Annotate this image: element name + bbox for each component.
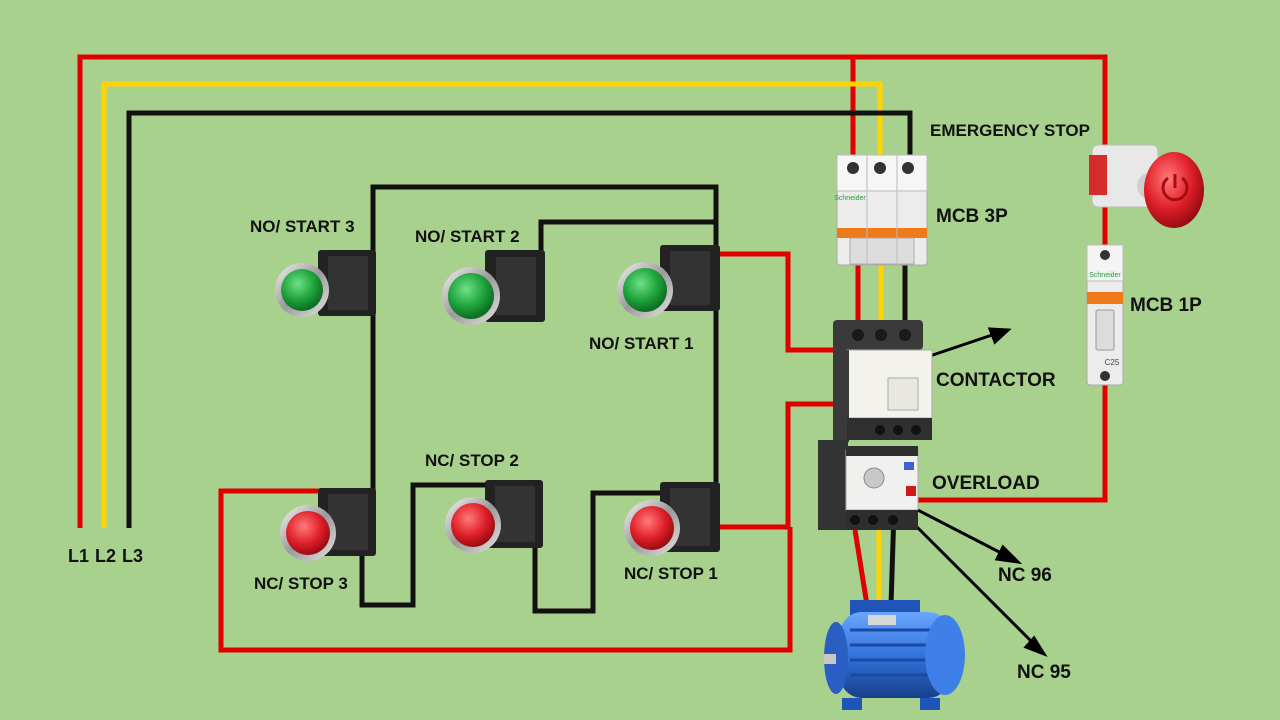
start-button-2[interactable] bbox=[442, 250, 545, 325]
start-button-3[interactable] bbox=[275, 250, 376, 317]
stop-button-1[interactable] bbox=[624, 482, 720, 556]
stop-button-3[interactable] bbox=[280, 488, 376, 561]
label-nc-stop-1: NC/ STOP 1 bbox=[624, 564, 718, 583]
wire-l3 bbox=[126, 110, 913, 528]
label-no-start-1: NO/ START 1 bbox=[589, 334, 694, 353]
label-nc-stop-3: NC/ STOP 3 bbox=[254, 574, 348, 593]
motor bbox=[824, 600, 965, 710]
stop-button-2[interactable] bbox=[445, 480, 543, 553]
overload-relay[interactable] bbox=[818, 440, 919, 530]
label-l2: L2 bbox=[95, 546, 116, 566]
label-l3: L3 bbox=[122, 546, 143, 566]
labels: EMERGENCY STOP MCB 3P MCB 1P CONTACTOR O… bbox=[68, 121, 1202, 683]
label-mcb-3p: MCB 3P bbox=[936, 206, 1008, 227]
label-no-start-3: NO/ START 3 bbox=[250, 217, 355, 236]
label-no-start-2: NO/ START 2 bbox=[415, 227, 520, 246]
label-mcb-1p: MCB 1P bbox=[1130, 295, 1202, 316]
wire-l2 bbox=[101, 81, 883, 528]
label-nc-stop-2: NC/ STOP 2 bbox=[425, 451, 519, 470]
mcb-3p-brand: Schneider bbox=[834, 195, 866, 202]
mcb-1p[interactable]: Schneider C25 bbox=[1086, 244, 1124, 386]
label-nc-96: NC 96 bbox=[998, 565, 1052, 586]
start-button-1[interactable] bbox=[617, 245, 720, 318]
label-l1: L1 bbox=[68, 546, 89, 566]
mcb-1p-rating: C25 bbox=[1105, 358, 1120, 367]
label-nc-95: NC 95 bbox=[1017, 662, 1071, 683]
label-contactor: CONTACTOR bbox=[936, 370, 1056, 391]
contactor[interactable] bbox=[833, 320, 933, 442]
emergency-stop-button[interactable] bbox=[1089, 144, 1204, 228]
label-emergency-stop: EMERGENCY STOP bbox=[930, 121, 1090, 140]
mcb-3p[interactable]: Schneider bbox=[834, 154, 928, 266]
mcb-1p-brand: Schneider bbox=[1089, 272, 1121, 279]
label-overload: OVERLOAD bbox=[932, 473, 1040, 494]
wire-motor-l1 bbox=[852, 529, 870, 606]
